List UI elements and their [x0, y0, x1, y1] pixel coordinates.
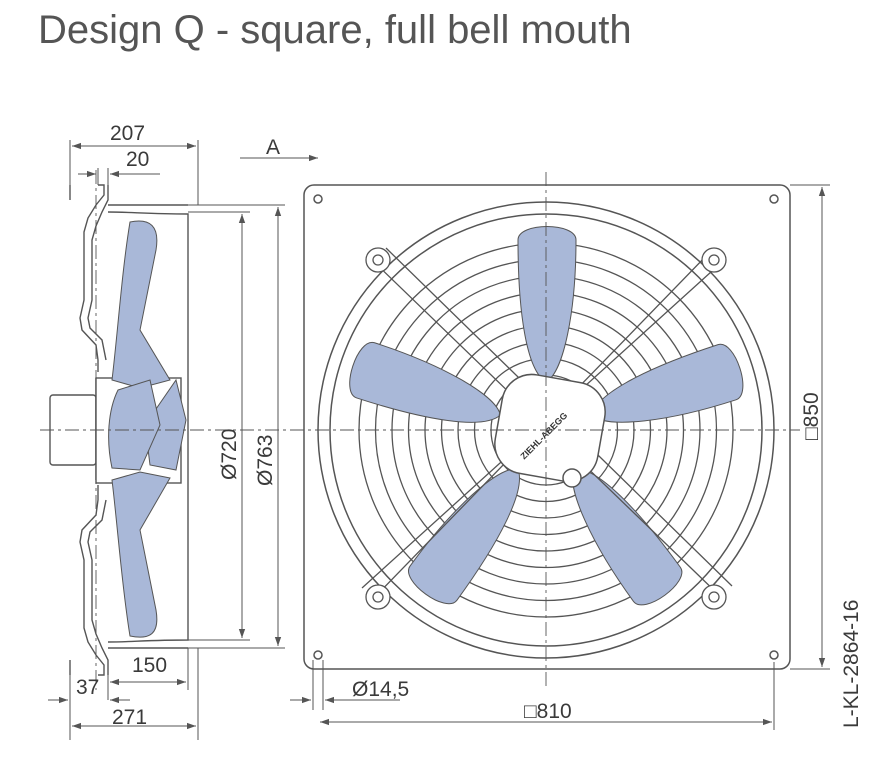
mount-hole-bl: [313, 650, 323, 660]
dim-810: □810: [524, 700, 572, 723]
dim-150: 150: [132, 654, 167, 677]
mount-hole-tr: [769, 194, 779, 204]
mount-hole-tl: [313, 194, 323, 204]
fan-blade: [349, 342, 501, 423]
dim-720: Ø720: [218, 429, 241, 480]
hub: [494, 373, 606, 488]
mount-hole-br: [769, 650, 779, 660]
dim-14-5: Ø14,5: [352, 678, 409, 701]
dim-763: Ø763: [254, 435, 277, 486]
cable-gland: [562, 468, 582, 488]
dim-850: □850: [800, 392, 823, 440]
dim-207: 207: [110, 122, 145, 145]
drawing-code: L-KL-2864-16: [840, 600, 863, 728]
strut-feet: [365, 247, 727, 610]
fan-blade: [517, 226, 577, 383]
side-blades: [108, 220, 187, 638]
fan-blade: [572, 468, 683, 606]
page-title: Design Q - square, full bell mouth: [38, 8, 632, 52]
fan-blade: [408, 468, 520, 605]
dim-20: 20: [126, 148, 149, 171]
fan-blade: [591, 344, 744, 423]
front-blades: [349, 226, 744, 606]
dim-37: 37: [76, 676, 99, 699]
shroud-outline: [107, 211, 189, 643]
side-dimension-lines: [48, 140, 318, 740]
view-label-a: A: [266, 136, 280, 159]
dim-271: 271: [112, 706, 147, 729]
front-dimension-lines: [290, 184, 830, 730]
